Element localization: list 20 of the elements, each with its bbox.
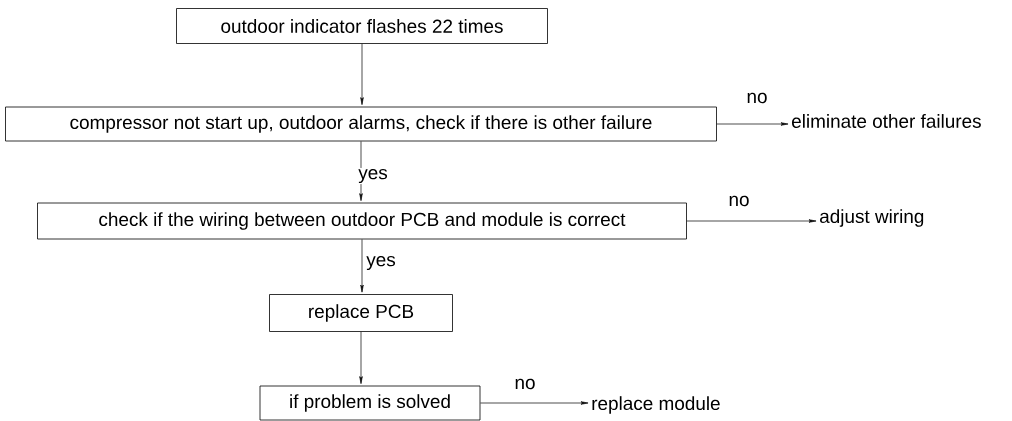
arrow xyxy=(359,141,363,201)
edge-label: yes xyxy=(357,167,389,185)
arrow xyxy=(360,239,364,293)
process-box: outdoor indicator flashes 22 times xyxy=(176,8,548,44)
arrow xyxy=(480,401,589,405)
edge-label: no xyxy=(745,91,769,105)
process-box: check if the wiring between outdoor PCB and module is correct xyxy=(37,202,687,240)
process-box: if problem is solved xyxy=(259,385,481,421)
process-box: compressor not start up, outdoor alarms, check if there is other failure xyxy=(5,106,717,142)
result-text: eliminate other failures xyxy=(792,114,981,128)
arrow xyxy=(686,219,817,223)
arrow xyxy=(360,43,364,105)
edge-label: no xyxy=(513,377,537,391)
edge-label: yes xyxy=(365,254,397,272)
result-text: replace module xyxy=(592,396,720,414)
process-box: replace PCB xyxy=(269,294,453,332)
edge-label: no xyxy=(727,194,751,208)
arrow xyxy=(359,331,363,384)
arrow xyxy=(716,122,789,126)
result-text: adjust wiring xyxy=(820,209,924,227)
